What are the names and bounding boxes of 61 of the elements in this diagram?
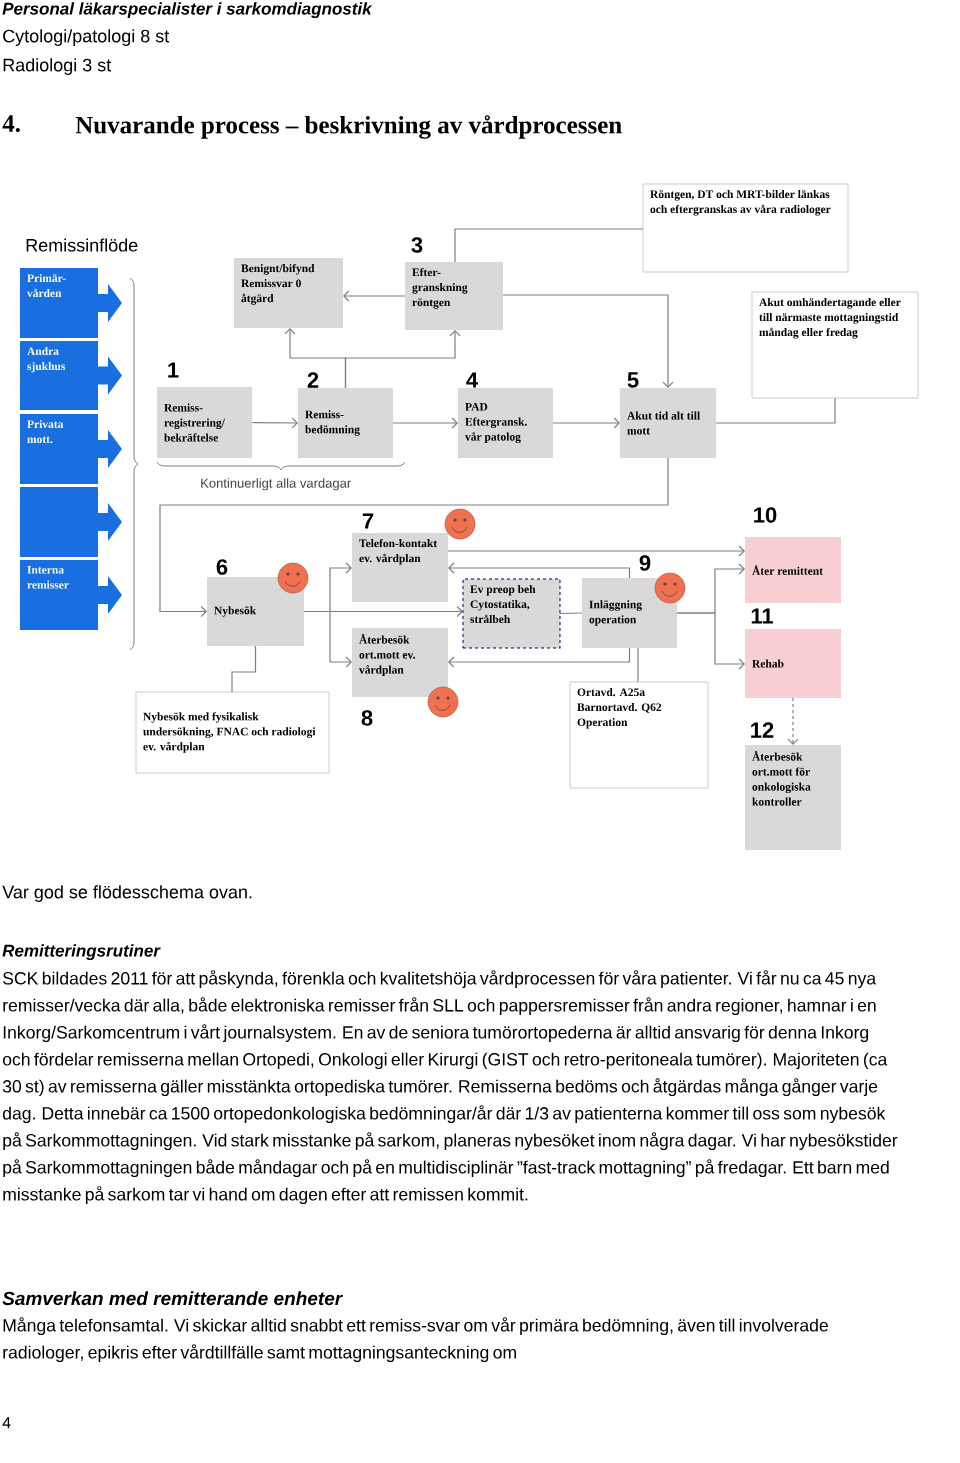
arrow: [676, 612, 745, 670]
process-box: PAD Eftergransk. vår patolog: [458, 388, 553, 458]
source-box: Interna remisser: [20, 560, 122, 630]
step-number: 5: [627, 372, 639, 388]
paragraph-heading: Remitteringsrutiner: [2, 944, 161, 961]
paragraph-heading: Samverkan med remitterande enheter: [2, 1291, 344, 1306]
arrow: [344, 330, 461, 389]
section-heading: Nuvarande process – beskrivning av vårdprocessen: [75, 115, 622, 139]
source-box: Privata mott.: [20, 414, 122, 484]
note-box: Röntgen, DT och MRT-bilder länkas och eftergranskas av våra radiologer: [642, 183, 849, 273]
process-box: Återbesök ort.mott ev. vårdplan: [352, 628, 448, 697]
process-box: Remiss-registrering/ bekräftelse: [157, 387, 252, 458]
arrow: [787, 697, 799, 745]
text-line: Cytologi/patologi 8 st: [3, 29, 170, 46]
step-number: 11: [751, 608, 773, 624]
note-box: Akut omhändertagande eller till närmaste mottagningstid måndag eller fredag: [751, 291, 919, 399]
page-heading: Personal läkarspecialister i sarkomdiagnostik: [2, 2, 373, 19]
arrow: [448, 562, 631, 579]
arrow: [343, 290, 406, 302]
diagram-title: Remissinflöde: [26, 238, 138, 252]
arrow: [502, 294, 674, 388]
text-line: Var god se flödesschema ovan.: [2, 885, 252, 902]
step-number: 6: [216, 559, 228, 575]
arrow: [552, 417, 620, 429]
outcome-box: Åter remittent: [745, 537, 841, 603]
arrow: [159, 457, 669, 618]
body-paragraph: Många telefonsamtal. Vi skickar alltid snabbt ett remiss-svar om vår primära bedömning, även till involverade radiologer, epikris efter vårdtillfälle samt mottagningsanteckning om: [3, 1317, 828, 1363]
process-box: Telefon-kontakt ev. vårdplan: [352, 533, 448, 602]
note-text: Kontinuerligt alla vardagar: [201, 478, 351, 491]
process-box: Nybesök: [207, 577, 304, 646]
section-number: 4.: [2, 115, 20, 132]
process-box: Benignt/bifynd Remissvar 0 åtgärd: [234, 258, 343, 328]
process-box: Inläggning operation: [582, 578, 677, 648]
process-box: Remiss-bedömning: [298, 388, 393, 458]
arrow: [303, 605, 463, 618]
arrow: [251, 417, 298, 429]
body-paragraph: SCK bildades 2011 för att påskynda, förenkla och kvalitetshöja vårdprocessen för våra patienter. Vi får nu ca 45 nya remisser/vecka där alla, både elektroniska remisser från SLL och pappersremisser från andra regioner, hamnar i en Inkorg/Sarkomcentrum i vårt journalsystem. En av de seniora tumörortopederna är alltid ansvarig för denna Inkorg och fördelar remisserna mellan Ortopedi, Onkologi eller Kirurgi (GIST och retro-peritoneala tumörer). Majoriteten (ca 30 st) av remisserna gäller misstänkta ortopediska tumörer. Remisserna bedöms och åtgärdas många gånger varje dag. Detta innebär ca 1500 ortopedonkologiska bedömningar/år där 1/3 av patienterna kommer till oss som nybesök på Sarkommottagningen. Vid stark misstanke på sarkom, planeras nybesöket inom några dagar. Vi har nybesökstider på Sarkommottagningen både måndagar och på en multidisciplinär ”fast-track mottagning” på fredagar. Ett barn med misstanke på sarkom tar vi hand om dagen efter att remissen kommit.: [2, 970, 898, 1205]
text-line: Radiologi 3 st: [3, 58, 112, 75]
arrow: [448, 647, 631, 668]
process-box: Akut tid alt till mott: [620, 388, 716, 458]
process-box: Återbesök ort.mott för onkologiska kontroller: [745, 745, 841, 850]
step-number: 4: [466, 372, 478, 388]
step-number: 9: [639, 555, 651, 571]
step-number: 8: [361, 710, 373, 726]
step-number: 3: [411, 237, 423, 253]
process-box: Efter-granskning röntgen: [405, 262, 503, 330]
step-number: 12: [751, 722, 774, 738]
source-box: [20, 487, 122, 557]
arrow: [392, 417, 458, 429]
note-box: Nybesök med fysikalisk undersökning, FNAC och radiologi ev. vårdplan: [135, 691, 330, 774]
source-box: Primär-vården: [20, 268, 122, 338]
page-number: 4: [2, 1417, 11, 1429]
dashed-process-box: Ev preop beh Cytostatika, strålbeh: [462, 578, 561, 649]
step-number: 7: [362, 513, 374, 529]
outcome-box: Rehab: [745, 629, 841, 698]
source-box: Andra sjukhus: [20, 341, 122, 410]
note-box: Ortavd. A25a Barnortavd. Q62 Operation: [569, 681, 709, 789]
step-number: 10: [754, 507, 777, 523]
arrow: [447, 545, 745, 557]
step-number: 2: [307, 372, 319, 388]
step-number: 1: [168, 362, 179, 378]
